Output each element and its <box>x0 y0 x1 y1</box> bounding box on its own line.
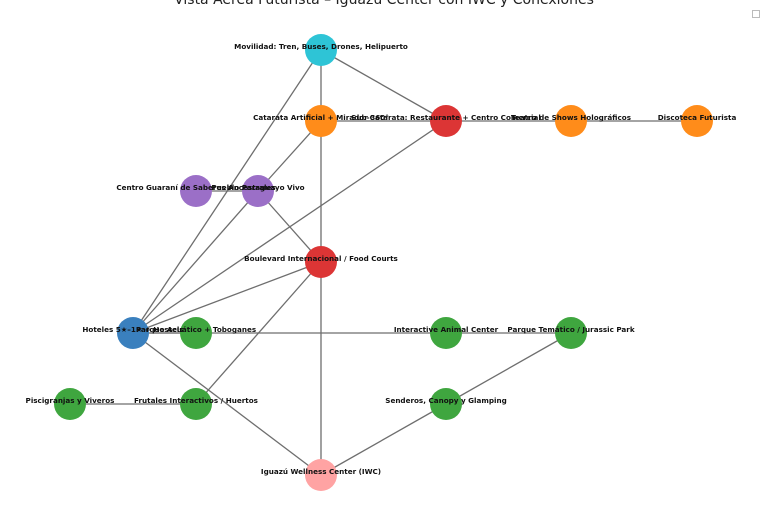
edge-hoteles-iwc <box>132 332 322 476</box>
node-pueblo[interactable] <box>242 175 274 207</box>
node-label-jurassic: Parque Temático / Jurassic Park <box>507 325 634 334</box>
node-teatro[interactable] <box>555 105 587 137</box>
node-movilidad[interactable] <box>305 34 337 66</box>
node-boulevard[interactable] <box>305 246 337 278</box>
edge-boulevard-hoteles <box>132 261 322 334</box>
node-label-senderos: Senderos, Canopy y Glamping <box>385 396 506 405</box>
edge-senderos-iwc <box>320 403 447 476</box>
node-discoteca[interactable] <box>681 105 713 137</box>
node-hoteles[interactable] <box>117 317 149 349</box>
node-catarata[interactable] <box>305 105 337 137</box>
node-label-movilidad: Movilidad: Tren, Buses, Drones, Helipuer… <box>234 42 408 51</box>
node-label-animal: Interactive Animal Center <box>394 325 499 334</box>
node-label-discoteca: Discoteca Futurista <box>658 113 737 122</box>
node-label-boulevard: Boulevard Internacional / Food Courts <box>244 254 398 263</box>
node-label-guarani: Centro Guaraní de Saberes Ancestrales <box>116 183 275 192</box>
node-sub[interactable] <box>430 105 462 137</box>
node-jurassic[interactable] <box>555 317 587 349</box>
edge-movilidad-sub <box>320 49 447 122</box>
nodes-layer <box>54 34 713 491</box>
node-iwc[interactable] <box>305 459 337 491</box>
node-frutales[interactable] <box>180 388 212 420</box>
node-guarani[interactable] <box>180 175 212 207</box>
node-label-parque_acuatico: Parque Acuático + Toboganes <box>136 325 256 334</box>
node-label-pisci: Piscigranjas y Viveros <box>26 396 115 405</box>
node-label-frutales: Frutales Interactivos / Huertos <box>134 396 258 405</box>
node-parque_acuatico[interactable] <box>180 317 212 349</box>
node-senderos[interactable] <box>430 388 462 420</box>
edge-senderos-jurassic <box>445 332 572 405</box>
legend-box <box>752 10 760 18</box>
node-label-iwc: Iguazú Wellness Center (IWC) <box>261 467 381 476</box>
diagram-title: Vista Aérea Futurista – Iguazú Center co… <box>174 0 594 8</box>
node-label-catarata: Catarata Artificial + Mirador 360° <box>253 113 389 122</box>
labels-layer: Movilidad: Tren, Buses, Drones, Helipuer… <box>26 42 737 476</box>
edge-pueblo-hoteles <box>132 190 259 334</box>
node-animal[interactable] <box>430 317 462 349</box>
node-pisci[interactable] <box>54 388 86 420</box>
node-label-sub: Sub-Catarata: Restaurante + Centro Comer… <box>351 113 541 122</box>
node-label-hoteles: Hoteles 5★–1★ + Hostels <box>82 325 183 334</box>
node-label-pueblo: Pueblo Paraguayo Vivo <box>211 183 304 192</box>
node-label-teatro: Teatro de Shows Holográficos <box>511 113 631 122</box>
